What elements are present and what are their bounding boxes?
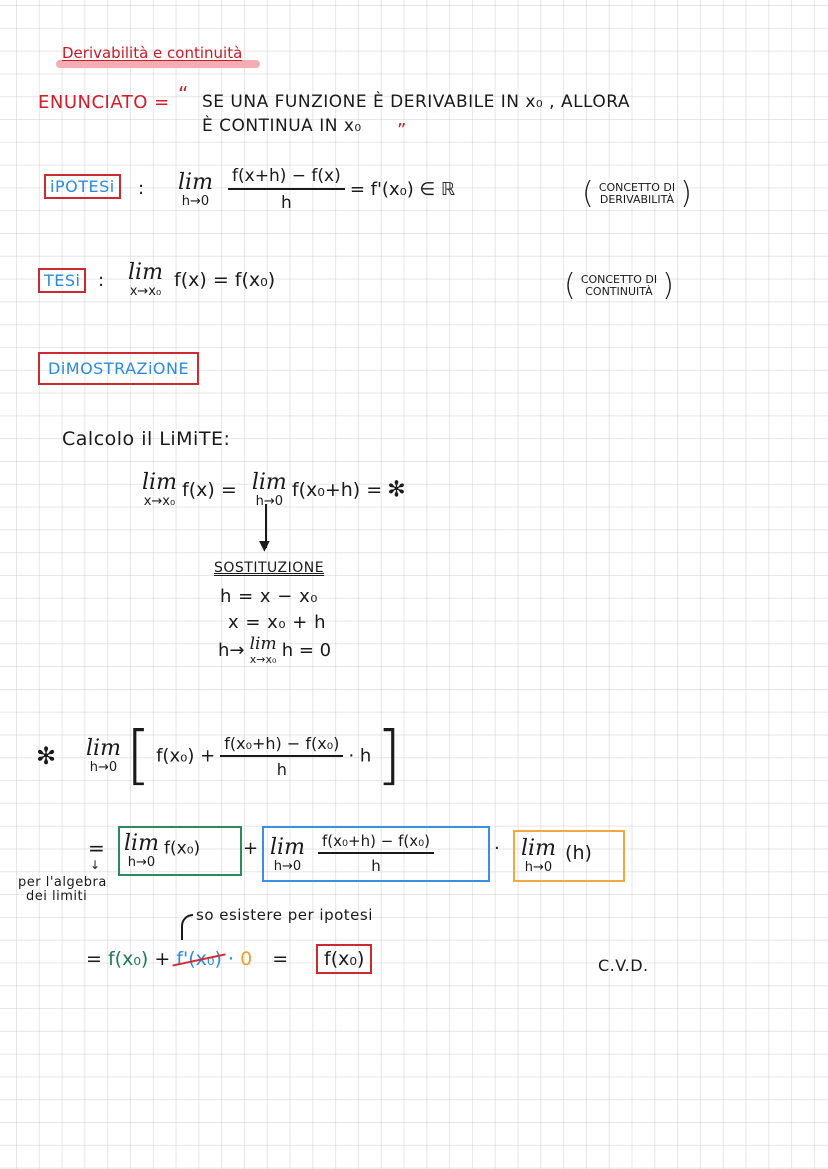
step1-formula: lim x→x₀ f(x) = lim h→0 f(x₀+h) = ✻ (142, 470, 406, 509)
annotation-text: so esistere per ipotesi (196, 906, 373, 924)
annotation-arrow (181, 914, 193, 940)
step4-formula: = f(x₀) + f'(x₀) · 0 = (86, 948, 289, 970)
enunciato-line1: SE UNA FUNZIONE È DERIVABILE IN x₀ , ALL… (202, 92, 631, 112)
tesi-colon: : (98, 270, 105, 291)
intro-text: Calcolo il LiMiTE: (62, 428, 231, 450)
green-box: lim h→0 f(x₀) (118, 826, 242, 876)
enunciato-line2: È CONTINUA IN x₀ (202, 116, 362, 136)
tesi-formula: lim x→x₀ f(x) = f(x₀) (128, 260, 276, 299)
page-title: Derivabilità e continuità (62, 44, 243, 62)
result-box: f(x₀) (316, 944, 373, 974)
star-icon: ✻ (36, 742, 57, 770)
cvd-label: C.V.D. (598, 956, 649, 975)
ipotesi-fraction: f(x+h) − f(x) h (228, 166, 345, 213)
ipotesi-label: iPOTESi (44, 174, 121, 199)
tesi-note: ( CONCETTO DI CONTINUITÀ ) (564, 268, 674, 303)
substitution-line1: h = x − x₀ (220, 586, 318, 607)
step2-formula: lim h→0 [ f(x₀) + f(x₀+h) − f(x₀) h · h … (86, 719, 402, 793)
dimostrazione-label: DiMOSTRAZiONE (38, 352, 200, 385)
ipotesi-result: = f'(x₀) ∈ ℝ (349, 179, 456, 200)
arrow-down-icon: ↓ (90, 858, 101, 872)
substitution-line2: x = x₀ + h (228, 612, 326, 633)
tesi-label: TESi (38, 268, 87, 293)
algebra-note: per l'algebra dei limiti (18, 875, 107, 905)
close-quote: ” (397, 120, 407, 141)
plus-sign: + (243, 838, 259, 859)
arrow-down-line (265, 504, 267, 548)
ipotesi-colon: : (138, 178, 145, 199)
dot-sign: · (494, 838, 500, 859)
arrow-down-icon: ▼ (259, 538, 270, 554)
substitution-heading: SOSTITUZIONE (214, 560, 325, 576)
ipotesi-formula: lim h→0 f(x+h) − f(x) h = f'(x₀) ∈ ℝ (178, 166, 455, 213)
enunciato-label: ENUNCIATO = (38, 92, 170, 113)
orange-box: lim h→0 (h) (513, 830, 625, 882)
ipotesi-note: ( CONCETTO DI DERIVABILITÀ ) (582, 176, 692, 211)
tesi-expression: f(x) = f(x₀) (174, 269, 276, 291)
step3-equals: = (88, 836, 105, 860)
ipotesi-limit: lim h→0 (178, 169, 213, 209)
open-quote: “ (178, 82, 189, 106)
title-highlight (56, 60, 260, 68)
star-icon: ✻ (387, 477, 406, 503)
struck-derivative: f'(x₀) (176, 948, 222, 970)
substitution-line3: h→ lim x→x₀ h = 0 (218, 634, 332, 666)
blue-box: lim h→0 f(x₀+h) − f(x₀) h (262, 826, 490, 882)
tesi-limit: lim x→x₀ (128, 260, 163, 299)
